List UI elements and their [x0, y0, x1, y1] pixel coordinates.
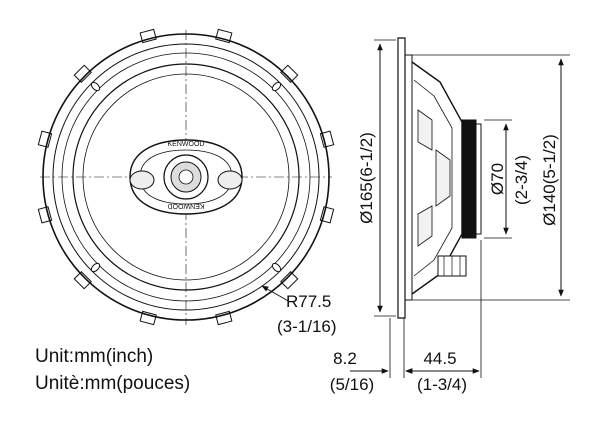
mounting-hole [90, 81, 101, 92]
flange-depth-inch-label: (5/16) [330, 375, 374, 394]
unit-label: Unit:mm(inch) [35, 346, 153, 367]
mounting-ear [139, 310, 157, 326]
mounting-hole [271, 81, 282, 92]
outer-diameter-dimension [374, 39, 396, 317]
mounting-ears [37, 28, 335, 326]
mounting-ear [37, 130, 53, 148]
depth-dimensions [350, 240, 482, 378]
mounting-hole [90, 262, 101, 273]
flange-depth-label: 8.2 [333, 349, 357, 368]
mounting-ear [319, 206, 335, 224]
mounting-ear [215, 28, 233, 44]
mounting-ear [139, 28, 157, 44]
mounting-ear [319, 130, 335, 148]
brand-label-bottom: KENWOOD [168, 202, 205, 209]
cutout-diameter-label: Ø140(5-1/2) [540, 134, 559, 226]
mounting-holes [90, 81, 282, 273]
left-tweeter [129, 170, 155, 190]
magnet-diameter-inch-label: (2-3/4) [512, 155, 531, 205]
basket-inner [413, 79, 453, 277]
magnet-backplate [475, 123, 482, 235]
brand-label-top: KENWOOD [168, 141, 205, 148]
side-view [397, 37, 482, 319]
radius-label: R77.5 [286, 292, 331, 311]
speaker-flange [397, 37, 406, 319]
magnet [461, 119, 477, 239]
magnet-diameter-dimension [484, 119, 512, 239]
mount-depth-inch-label: (1-3/4) [417, 375, 467, 394]
mounting-ear [73, 64, 92, 83]
magnet-diameter-label: Ø70 [488, 163, 507, 195]
mounting-ear [37, 206, 53, 224]
radius-inch-label: (3-1/16) [277, 317, 337, 336]
mounting-ear [280, 271, 299, 290]
mounting-ear [215, 310, 233, 326]
mounting-ear [280, 64, 299, 83]
center-tweeter-cap [178, 169, 194, 185]
radius-leader [261, 285, 291, 303]
right-tweeter [217, 170, 243, 190]
mount-depth-label: 44.5 [423, 349, 456, 368]
mounting-hole [271, 262, 282, 273]
mounting-ear [73, 271, 92, 290]
outer-diameter-label: Ø165(6-1/2) [357, 132, 376, 224]
cutout-diameter-dimension [412, 54, 570, 301]
unit-label-french: Unitè:mm(pouces) [35, 373, 190, 394]
front-view [37, 28, 335, 326]
